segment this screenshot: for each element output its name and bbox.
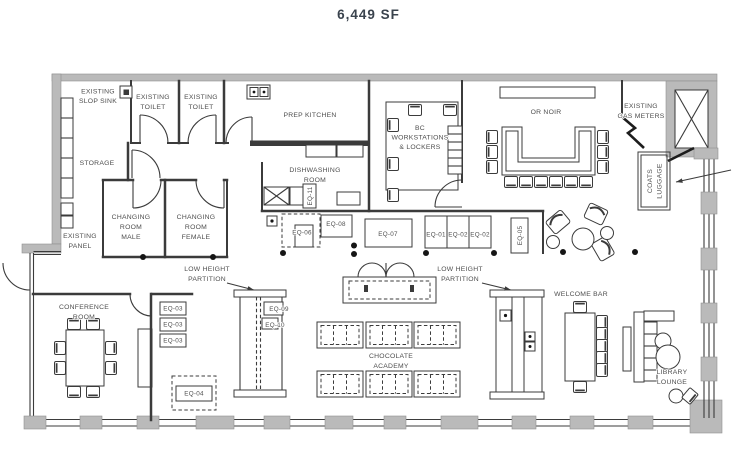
library-lounge-furniture — [622, 310, 700, 406]
slop-sink-icon — [119, 85, 133, 99]
svg-text:EXISTING: EXISTING — [184, 94, 218, 101]
eq-09-label: EQ-09 — [269, 306, 289, 313]
storage-label: STORAGE — [80, 160, 115, 167]
bottom-mullions — [23, 399, 723, 434]
changing-female-label: CHANGING ROOM FEMALE — [176, 213, 216, 242]
svg-text:EXISTING: EXISTING — [81, 89, 115, 96]
svg-text:EXISTING: EXISTING — [136, 94, 170, 101]
right-mullions — [700, 191, 718, 382]
existing-panel-label: EXISTING PANEL — [62, 232, 97, 251]
svg-text:DISHWASHING: DISHWASHING — [289, 167, 340, 174]
svg-text:LUGGAGE: LUGGAGE — [657, 163, 664, 199]
svg-text:EXISTING: EXISTING — [624, 103, 658, 110]
eq-01-label: EQ-01 — [426, 232, 446, 239]
svg-text:PANEL: PANEL — [68, 243, 91, 250]
eq-03-label-b: EQ-03 — [163, 322, 183, 329]
svg-text:BC: BC — [415, 125, 425, 132]
svg-text:TOILET: TOILET — [140, 104, 165, 111]
svg-text:GAS METERS: GAS METERS — [617, 113, 664, 120]
svg-text:CONFERENCE: CONFERENCE — [59, 304, 109, 311]
prep-kitchen-label: PREP KITCHEN — [283, 112, 336, 119]
eq-08-label: EQ-08 — [326, 221, 346, 228]
partition-left-label: LOW HEIGHT PARTITION — [183, 265, 230, 284]
eq-10-label: EQ-10 — [265, 322, 285, 329]
svg-text:EQ-05: EQ-05 — [517, 226, 524, 246]
bc-workstation-area — [385, 101, 463, 203]
svg-text:LOW HEIGHT: LOW HEIGHT — [184, 266, 230, 273]
low-height-partition-right — [489, 289, 545, 400]
svg-text:COATS: COATS — [647, 169, 654, 193]
dishwashing-equipment — [263, 144, 364, 227]
svg-text:PARTITION: PARTITION — [188, 276, 226, 283]
conference-furniture — [53, 317, 153, 399]
eq-02-label-b: EQ-02 — [470, 232, 490, 239]
gas-meter-symbols — [620, 115, 645, 149]
demo-table — [342, 262, 437, 304]
svg-text:EXISTING: EXISTING — [63, 233, 97, 240]
room-labels: EXISTING SLOP SINK EXISTING TOILET EXIST… — [58, 88, 688, 387]
svg-text:& LOCKERS: & LOCKERS — [399, 144, 440, 151]
svg-text:CHOCOLATE: CHOCOLATE — [369, 353, 413, 360]
eq-06-label: EQ-06 — [292, 230, 312, 237]
svg-text:ROOM: ROOM — [73, 314, 95, 321]
equipment-labels: EQ-06 EQ-08 EQ-07 EQ-01 EQ-02 EQ-02 EQ-0… — [162, 185, 525, 398]
svg-text:WORKSTATIONS: WORKSTATIONS — [391, 135, 448, 142]
eq-03-label-a: EQ-03 — [163, 306, 183, 313]
prep-kitchen-sink — [246, 84, 271, 100]
eq-05-label: EQ-05 — [516, 225, 525, 246]
svg-text:PARTITION: PARTITION — [441, 276, 479, 283]
existing-panel-boxes — [60, 202, 74, 229]
partition-right-label: LOW HEIGHT PARTITION — [436, 265, 483, 284]
conference-label: CONFERENCE ROOM — [58, 303, 110, 322]
svg-text:ROOM: ROOM — [304, 177, 326, 184]
elevator-shaft — [665, 80, 719, 163]
or-noir-furniture — [485, 86, 610, 189]
svg-text:MALE: MALE — [121, 234, 141, 241]
svg-text:LOUNGE: LOUNGE — [657, 379, 687, 386]
welcome-bar-furniture — [564, 300, 609, 394]
library-lounge-label: LIBRARY LOUNGE — [656, 368, 688, 387]
lockers — [447, 125, 463, 175]
eq-04-label: EQ-04 — [184, 391, 204, 398]
svg-text:CHANGING: CHANGING — [112, 214, 151, 221]
gas-meters-label: EXISTING GAS METERS — [617, 102, 666, 121]
floor-outlets — [140, 242, 638, 260]
equipment-boxes — [159, 183, 529, 411]
lounge-cluster — [544, 201, 616, 263]
svg-text:LOW HEIGHT: LOW HEIGHT — [437, 266, 483, 273]
svg-text:LIBRARY: LIBRARY — [657, 369, 688, 376]
exterior-walls — [2, 73, 723, 434]
bc-workstations-label: BC WORKSTATIONS & LOCKERS — [391, 124, 450, 152]
eq-02-label-a: EQ-02 — [448, 232, 468, 239]
welcome-bar-label: WELCOME BAR — [554, 291, 608, 298]
svg-text:ACADEMY: ACADEMY — [373, 363, 409, 370]
eq-03-label-c: EQ-03 — [163, 338, 183, 345]
svg-text:ROOM: ROOM — [120, 224, 142, 231]
toilet-2-label: EXISTING TOILET — [183, 93, 218, 112]
toilet-1-label: EXISTING TOILET — [135, 93, 170, 112]
eq-11-label: EQ-11 — [306, 185, 315, 206]
or-noir-label: OR NOIR — [531, 109, 562, 116]
changing-male-label: CHANGING ROOM MALE — [111, 213, 151, 242]
svg-text:ROOM: ROOM — [185, 224, 207, 231]
eq-07-label: EQ-07 — [378, 231, 398, 238]
coats-luggage-label: COATS LUGGAGE — [646, 162, 664, 199]
low-height-partition-left — [233, 289, 287, 398]
slop-sink-label: EXISTING SLOP SINK — [78, 88, 118, 106]
svg-text:FEMALE: FEMALE — [182, 234, 211, 241]
leader-lines — [226, 169, 732, 293]
svg-text:TOILET: TOILET — [188, 104, 213, 111]
storage-shelving — [60, 97, 74, 199]
chocolate-academy-label: CHOCOLATE ACADEMY — [368, 352, 414, 371]
svg-text:EQ-11: EQ-11 — [307, 186, 314, 205]
dishwashing-label: DISHWASHING ROOM — [289, 166, 342, 185]
svg-text:SLOP SINK: SLOP SINK — [79, 98, 117, 105]
svg-text:CHANGING: CHANGING — [177, 214, 216, 221]
page-title: 6,449 SF — [337, 7, 400, 22]
